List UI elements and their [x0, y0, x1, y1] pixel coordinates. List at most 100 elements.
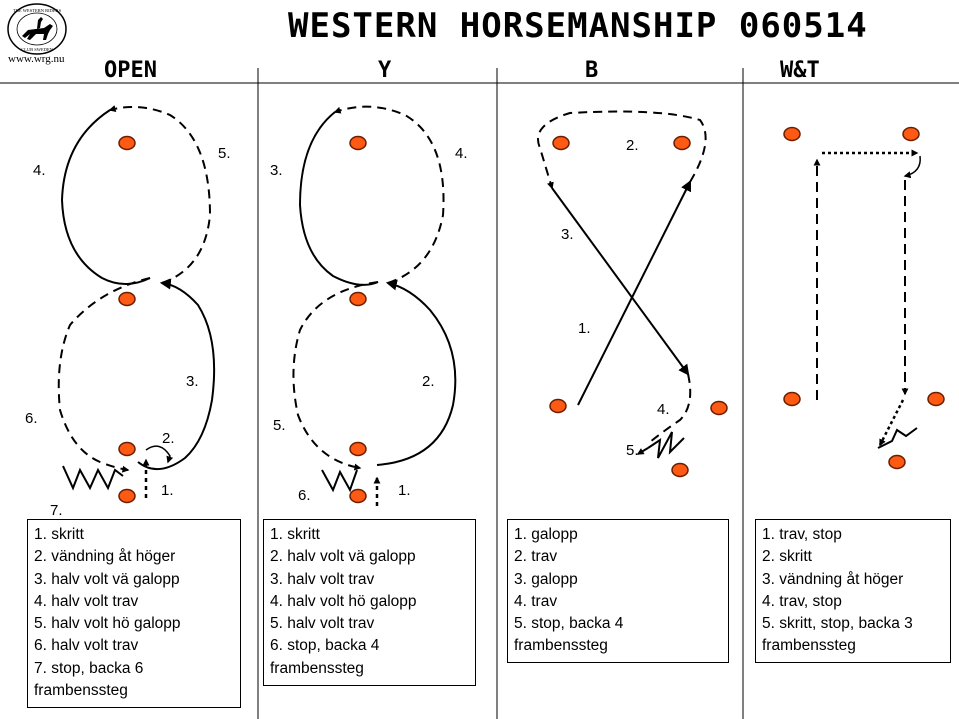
path-segment — [376, 279, 457, 466]
step-label: 1. — [578, 320, 591, 337]
horse-rider-icon — [22, 17, 53, 40]
path-segment — [292, 281, 379, 471]
step-label: 5. — [626, 442, 639, 459]
cone — [902, 126, 920, 142]
cone — [888, 454, 906, 470]
legend-item: 5. stop, backa 4 — [514, 615, 624, 633]
path-segment — [145, 445, 174, 464]
legend-item: 2. skritt — [762, 548, 812, 566]
legend-item: frambenssteg — [34, 682, 128, 700]
cone — [783, 391, 801, 407]
path-segment — [636, 447, 649, 455]
step-label: 6. — [25, 410, 38, 427]
legend-item: 6. stop, backa 4 — [270, 637, 380, 655]
step-label: 2. — [626, 137, 639, 154]
step-label: 3. — [270, 162, 283, 179]
path-segment — [577, 180, 691, 406]
legend-box-y: 1. skritt 2. halv volt vä galopp 3. halv… — [263, 519, 476, 686]
legend-item: 4. trav, stop — [762, 592, 842, 610]
cone — [927, 391, 945, 407]
legend-list: 1. trav, stop 2. skritt 3. vändning åt h… — [762, 524, 944, 658]
legend-item: frambenssteg — [514, 637, 608, 655]
path-segment — [57, 277, 151, 473]
y-pattern — [292, 105, 457, 506]
cone — [118, 441, 136, 457]
legend-item: 2. trav — [514, 548, 558, 566]
logo-text-bottom: CLUB SWEDEN — [21, 47, 54, 52]
step-label: 1. — [161, 482, 174, 499]
legend-item: 1. trav, stop — [762, 526, 842, 543]
path-segment — [60, 109, 151, 285]
open-pattern — [57, 105, 216, 498]
page-title: WESTERN HORSEMANSHIP 060514 — [288, 6, 868, 46]
legend-item: 5. skritt, stop, backa 3 — [762, 615, 913, 633]
path-segment — [333, 105, 445, 284]
legend-item: 5. halv volt trav — [270, 615, 375, 633]
legend-item: 4. trav — [514, 592, 558, 610]
legend-item: 3. galopp — [514, 570, 578, 588]
backup-zigzag — [321, 469, 358, 493]
legend-item: 1. skritt — [270, 526, 320, 543]
legend-item: 1. skritt — [34, 526, 84, 543]
legend-item: 4. halv volt trav — [34, 592, 139, 610]
cones — [118, 126, 945, 504]
column-heading-open: OPEN — [104, 58, 157, 83]
step-label: 4. — [33, 162, 46, 179]
legend-item: 7. stop, backa 6 — [34, 659, 144, 677]
step-label: 1. — [398, 482, 411, 499]
legend-box-open: 1. skritt 2. vändning åt höger 3. halv v… — [27, 519, 241, 708]
cone — [549, 398, 567, 414]
b-pattern — [537, 110, 707, 459]
cone — [349, 488, 367, 504]
path-segment — [878, 399, 905, 447]
step-label: 2. — [162, 430, 175, 447]
legend-item: 3. halv volt trav — [270, 570, 375, 588]
club-logo: THE WESTERN RIDERS CLUB SWEDEN — [7, 3, 67, 55]
step-label: 2. — [422, 373, 435, 390]
column-heading-y: Y — [378, 58, 392, 83]
path-segment — [649, 373, 692, 443]
website-url: www.wrg.nu — [8, 53, 65, 65]
legend-item: 6. halv volt trav — [34, 637, 139, 655]
legend-item: 1. galopp — [514, 526, 578, 543]
legend-item: 2. halv volt vä galopp — [270, 548, 416, 566]
wt-pattern — [813, 149, 921, 449]
path-segment — [108, 105, 212, 284]
backup-zigzag — [877, 427, 918, 449]
step-label: 7. — [50, 502, 63, 519]
cone — [349, 441, 367, 457]
legend-item: 5. halv volt hö galopp — [34, 615, 181, 633]
legend-list: 1. skritt 2. vändning åt höger 3. halv v… — [34, 524, 234, 702]
legend-item: 3. halv volt vä galopp — [34, 570, 180, 588]
cone — [349, 135, 367, 151]
legend-box-b: 1. galopp 2. trav 3. galopp 4. trav 5. s… — [507, 519, 729, 663]
cone — [671, 462, 689, 478]
path-segment — [137, 278, 216, 470]
step-label: 5. — [218, 145, 231, 162]
cone — [673, 135, 691, 151]
step-label: 3. — [561, 226, 574, 243]
cone — [118, 291, 136, 307]
backup-zigzag — [647, 431, 685, 459]
path-segment — [537, 110, 707, 190]
step-label: 4. — [657, 401, 670, 418]
cone — [552, 135, 570, 151]
step-label: 6. — [298, 487, 311, 504]
cone — [349, 291, 367, 307]
cone — [118, 135, 136, 151]
step-label: 3. — [186, 373, 199, 390]
step-label: 5. — [273, 417, 286, 434]
path-segment — [551, 187, 690, 376]
path-segment — [298, 111, 379, 286]
path-segment — [903, 155, 921, 179]
backup-zigzag — [62, 465, 124, 491]
step-label: 4. — [455, 145, 468, 162]
legend-item: 2. vändning åt höger — [34, 548, 176, 566]
logo-text-top: THE WESTERN RIDERS — [13, 8, 62, 13]
legend-item: 3. vändning åt höger — [762, 570, 904, 588]
legend-item: 4. halv volt hö galopp — [270, 592, 417, 610]
legend-list: 1. skritt 2. halv volt vä galopp 3. halv… — [270, 524, 469, 680]
cone — [783, 126, 801, 142]
legend-list: 1. galopp 2. trav 3. galopp 4. trav 5. s… — [514, 524, 722, 658]
